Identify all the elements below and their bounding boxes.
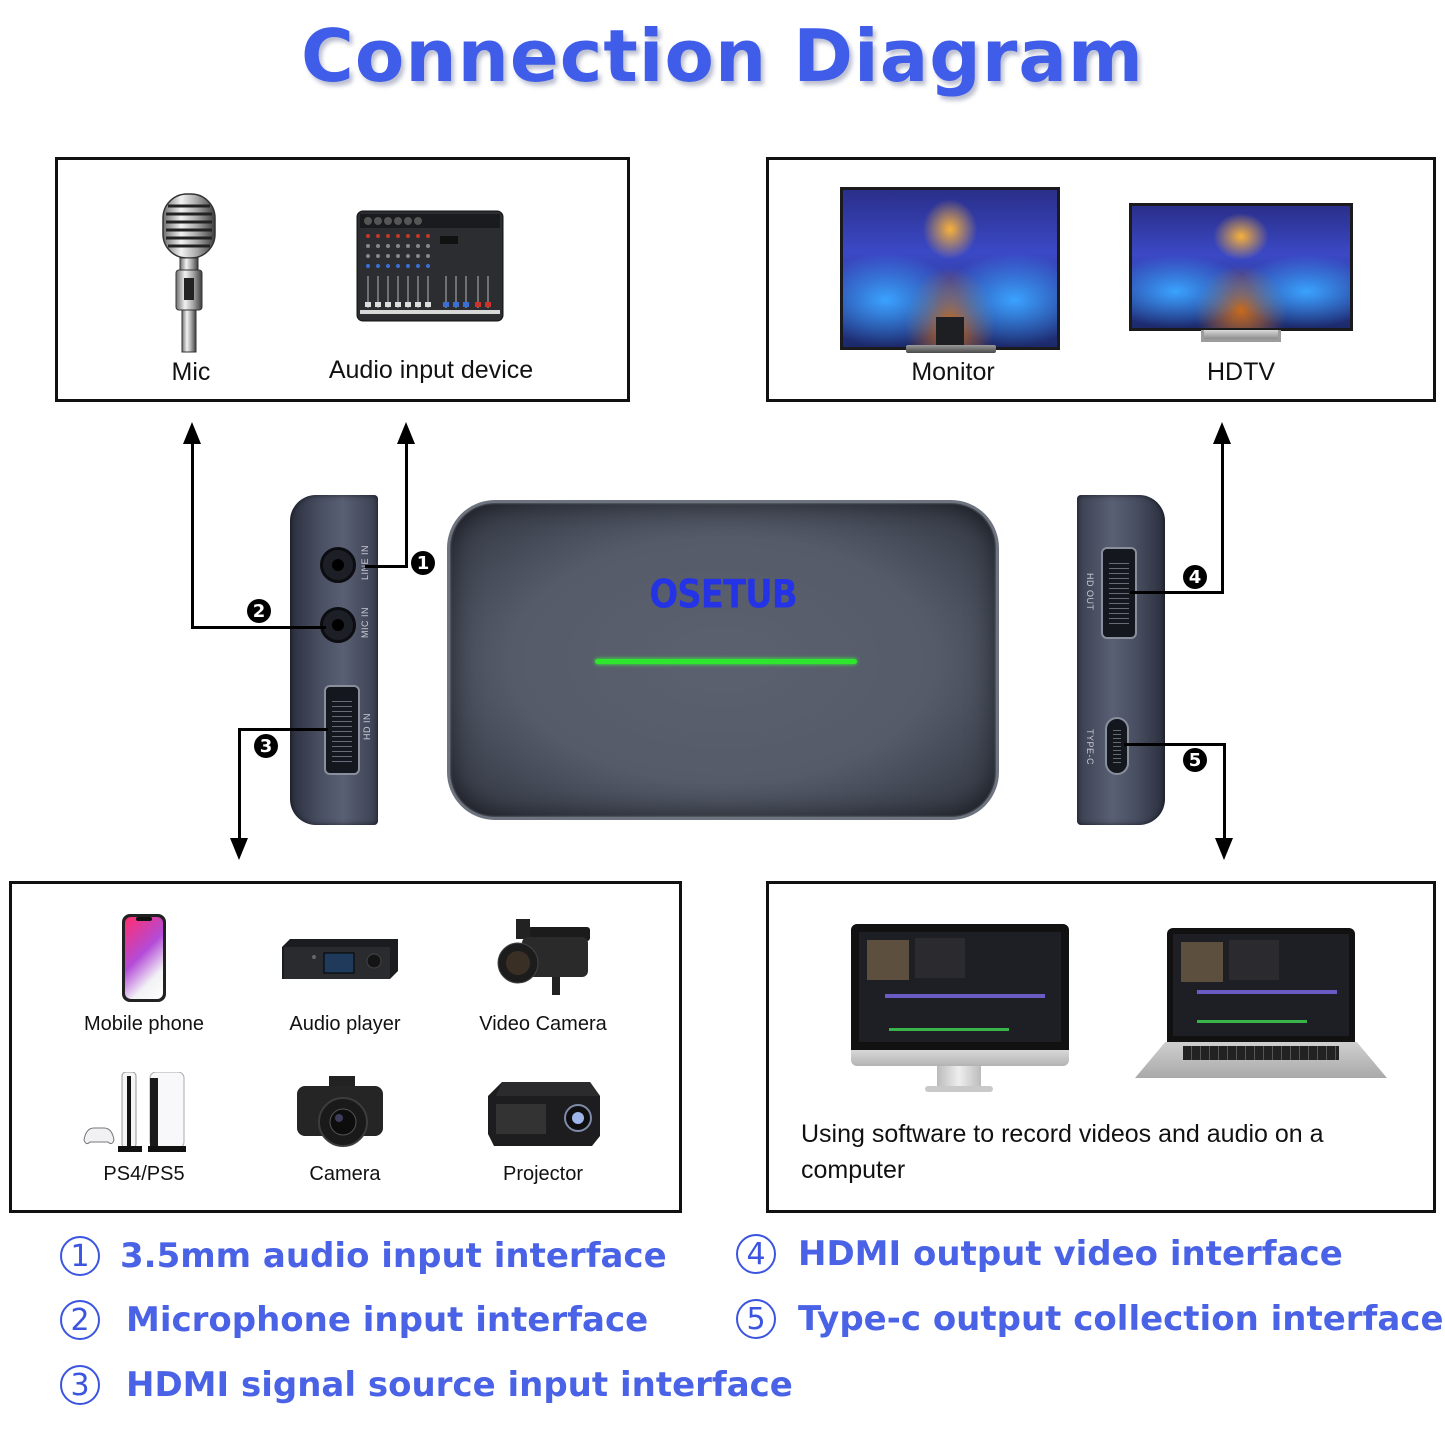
microphone-icon	[160, 192, 220, 354]
number-circle-icon: 3	[60, 1365, 100, 1405]
arrow-up-icon	[183, 422, 201, 444]
legend-item-2: 2 Microphone input interface	[60, 1300, 648, 1340]
right-side-device: HD OUT TYPE-C	[1077, 495, 1165, 825]
legend-text: 3.5mm audio input interface	[120, 1236, 667, 1276]
line-in-label: LINE IN	[360, 545, 370, 581]
number-circle-icon: 4	[736, 1234, 776, 1274]
legend-item-5: 5 Type-c output collection interface	[736, 1299, 1444, 1339]
arrow-down-icon	[1215, 838, 1233, 860]
ps4-ps5-label: PS4/PS5	[103, 1163, 185, 1185]
badge-1: 1	[411, 551, 435, 575]
hdtv-label: HDTV	[1206, 358, 1276, 386]
arrow-down-icon	[230, 838, 248, 860]
connector-line-1	[365, 565, 407, 568]
arrow-up-icon	[397, 422, 415, 444]
hd-in-port	[324, 685, 360, 775]
type-c-port	[1105, 717, 1129, 775]
connector-line-5	[1124, 743, 1226, 746]
audio-player-label: Audio player	[289, 1013, 401, 1035]
audio-input-device-label: Audio input device	[328, 356, 534, 384]
left-side-device: LINE IN MIC IN HD IN	[290, 495, 378, 825]
connector-line-2	[191, 626, 326, 629]
legend-text: HDMI signal source input interface	[126, 1365, 793, 1405]
connector-line-2	[191, 440, 194, 629]
badge-5: 5	[1183, 748, 1207, 772]
status-led	[595, 659, 857, 664]
computer-panel: Using software to record videos and audi…	[766, 881, 1436, 1213]
number-circle-icon: 2	[60, 1300, 100, 1340]
smartphone-icon	[122, 914, 166, 1002]
monitor-icon	[840, 187, 1062, 355]
connector-line-4	[1130, 591, 1224, 594]
mobile-phone-label: Mobile phone	[83, 1013, 205, 1035]
mic-in-port	[320, 607, 356, 643]
brand-logo: OSETUB	[649, 572, 797, 618]
connector-line-1	[405, 440, 408, 568]
legend-text: Type-c output collection interface	[798, 1299, 1444, 1339]
hdtv-icon	[1129, 203, 1355, 343]
audio-player-icon	[282, 939, 398, 979]
computer-description-line1: Using software to record videos and audi…	[801, 1120, 1324, 1148]
legend-item-4: 4 HDMI output video interface	[736, 1234, 1343, 1274]
mic-label: Mic	[171, 358, 211, 386]
desktop-computer-icon	[851, 924, 1069, 1094]
hd-in-label: HD IN	[362, 713, 372, 740]
hd-out-label: HD OUT	[1085, 573, 1095, 611]
type-c-label: TYPE-C	[1085, 729, 1095, 766]
legend-text: Microphone input interface	[126, 1300, 649, 1340]
connector-line-3	[238, 728, 241, 840]
monitor-label: Monitor	[911, 358, 995, 386]
connector-line-5	[1223, 743, 1226, 840]
legend-item-1: 1 3.5mm audio input interface	[60, 1236, 667, 1276]
projector-icon	[488, 1078, 602, 1148]
connector-line-4	[1221, 440, 1224, 594]
capture-device: OSETUB	[447, 500, 999, 820]
camera-icon	[295, 1076, 385, 1148]
camera-label: Camera	[309, 1163, 381, 1185]
mic-in-label: MIC IN	[360, 607, 370, 638]
projector-label: Projector	[502, 1163, 584, 1185]
audio-input-panel: Mic Audio input device	[55, 157, 630, 402]
legend-text: HDMI output video interface	[798, 1234, 1343, 1274]
game-console-icon	[82, 1071, 192, 1152]
signal-sources-panel: Mobile phone Audio player Video Camera	[9, 881, 682, 1213]
arrow-up-icon	[1213, 422, 1231, 444]
badge-3: 3	[254, 734, 278, 758]
legend-item-3: 3 HDMI signal source input interface	[60, 1365, 793, 1405]
video-camera-label: Video Camera	[479, 1013, 607, 1035]
connector-line-3	[238, 728, 328, 731]
badge-4: 4	[1183, 565, 1207, 589]
laptop-icon	[1133, 928, 1389, 1084]
display-output-panel: Monitor HDTV	[766, 157, 1436, 402]
number-circle-icon: 5	[736, 1299, 776, 1339]
page-title: Connection Diagram	[301, 14, 1144, 98]
video-camera-icon	[496, 919, 596, 999]
line-in-port	[320, 547, 356, 583]
number-circle-icon: 1	[60, 1236, 100, 1276]
audio-mixer-icon	[356, 210, 504, 322]
badge-2: 2	[247, 599, 271, 623]
computer-description-line2: computer	[801, 1156, 906, 1184]
